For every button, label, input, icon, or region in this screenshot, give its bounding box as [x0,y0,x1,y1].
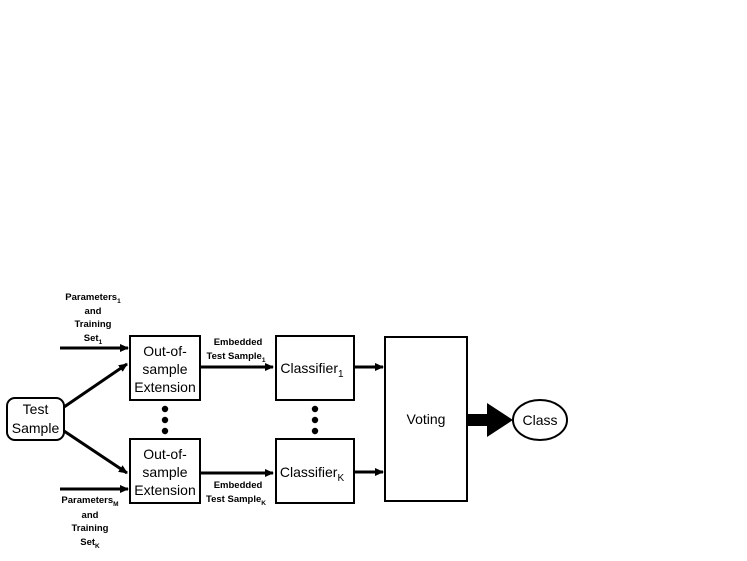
svg-text:Set1: Set1 [84,333,103,346]
edge-label-top: Embedded Test Sample1 [207,337,266,364]
svg-text:Training: Training [75,319,112,330]
oos-top-line3: Extension [134,379,195,395]
test-sample-node [6,397,65,441]
edge-label-bottom: Embedded Test SampleK [206,480,266,507]
svg-text:Embedded: Embedded [214,480,263,491]
classifier-top [275,335,355,401]
test-sample-line1: Test [23,401,49,417]
test-sample-line2: Sample [12,420,60,436]
voting-node [384,336,468,502]
thick-arrow-voting-to-class [467,403,513,437]
oos-bottom-line2: sample [142,464,187,480]
classifier-top-label: Classifier1 [280,360,344,380]
svg-text:Test SampleK: Test SampleK [206,494,266,507]
svg-text:Embedded: Embedded [214,337,263,348]
svg-text:Parameters1: Parameters1 [65,292,121,305]
svg-text:and: and [85,306,102,317]
oos-bottom-line1: Out-of- [143,446,187,462]
svg-text:ParametersM: ParametersM [61,495,118,508]
input-label-top: Parameters1 and Training Set1 [65,292,121,346]
oos-extension-bottom [129,438,201,504]
arrow-sample-to-oos-bottom [63,429,128,475]
classifier-bottom-label: ClassifierK [280,464,345,484]
input-label-bottom: ParametersM and Training SetK [61,495,118,550]
oos-top-line1: Out-of- [143,343,187,359]
classifier-bottom [275,438,355,504]
svg-text:Test Sample1: Test Sample1 [207,351,266,364]
class-label: Class [522,412,557,428]
svg-text:SetK: SetK [80,537,100,550]
oos-bottom-line3: Extension [134,482,195,498]
oos-top-line2: sample [142,361,187,377]
class-node [512,399,568,441]
ellipsis-dots-oos [161,405,169,435]
voting-label: Voting [407,411,446,427]
svg-text:Training: Training [72,523,109,534]
svg-text:and: and [82,510,99,521]
ellipsis-dots-classifiers [311,405,319,435]
arrow-sample-to-oos-top [63,362,128,409]
